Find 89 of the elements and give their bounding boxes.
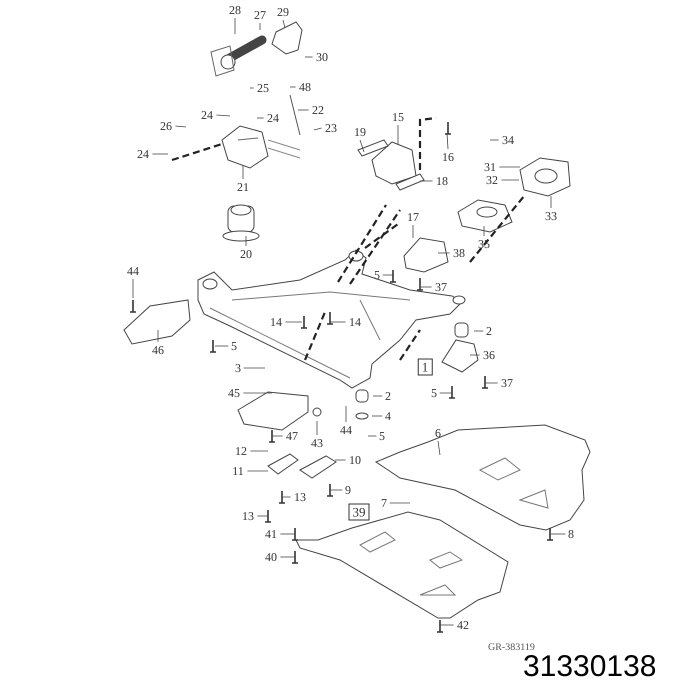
leader-line: [440, 624, 454, 626]
leader-line: [280, 556, 296, 558]
leader-line: [250, 450, 268, 452]
callout-number: 4: [385, 409, 391, 423]
leader-line: [282, 496, 291, 498]
callout-number: 44: [340, 423, 352, 437]
callout-number: 47: [286, 429, 298, 443]
callout-number: 42: [457, 618, 469, 632]
leader-line: [290, 86, 296, 88]
callout-number: 24: [137, 147, 149, 161]
leader-line: [243, 392, 272, 394]
callout-number: 18: [436, 174, 448, 188]
callout-number: 34: [502, 133, 514, 147]
callout-number: 13: [242, 509, 254, 523]
leader-line: [360, 140, 364, 152]
callout-number: 35: [478, 237, 490, 251]
callout-number: 12: [235, 444, 247, 458]
leader-line: [234, 18, 236, 34]
leader-line: [470, 354, 480, 356]
callout-number: 41: [265, 527, 277, 541]
callout-number: 32: [486, 173, 498, 187]
leader-line: [438, 252, 450, 254]
callout-number: 46: [152, 343, 164, 357]
leader-line: [216, 114, 230, 116]
leader-line: [242, 164, 244, 180]
callout-number: 40: [265, 550, 277, 564]
leader-line: [282, 20, 286, 28]
callout-number: 21: [237, 180, 249, 194]
leader-line: [316, 420, 318, 436]
callout-number: 33: [545, 209, 557, 223]
callout-number: 20: [240, 247, 252, 261]
callout-number: 44: [127, 264, 139, 278]
callout-number: 5: [231, 339, 237, 353]
leader-line: [389, 502, 410, 504]
callout-number: 22: [312, 103, 324, 117]
callout-number: 30: [316, 50, 328, 64]
callout-number: 36: [483, 348, 495, 362]
callout-number: 5: [379, 429, 385, 443]
callout-number: 31: [484, 160, 496, 174]
callout-number: 2: [385, 389, 391, 403]
callout-number: 5: [431, 386, 437, 400]
callout-number: 48: [299, 80, 311, 94]
callout-number: 5: [374, 268, 380, 282]
leader-line: [175, 126, 186, 128]
leader-line: [499, 166, 520, 168]
callout-number: 37: [435, 280, 447, 294]
callout-number: 26: [160, 119, 172, 133]
callout-number: 37: [501, 376, 513, 390]
leader-line: [314, 128, 322, 130]
callout-number: 8: [568, 527, 574, 541]
callout-number: 45: [228, 386, 240, 400]
callout-number: 3: [235, 361, 241, 375]
callout-number: 14: [270, 315, 282, 329]
callout-number: 27: [254, 8, 266, 22]
callout-number: 16: [442, 150, 454, 164]
leader-line: [446, 132, 448, 150]
callout-number: 15: [392, 110, 404, 124]
callout-number: 23: [325, 121, 337, 135]
callout-number: 7: [381, 496, 387, 510]
boxed-callout-number: 39: [348, 504, 370, 520]
leader-line: [412, 224, 414, 238]
callout-number: 10: [349, 453, 361, 467]
callout-number: 24: [267, 111, 279, 125]
callout-number: 13: [294, 490, 306, 504]
callout-number: 19: [354, 125, 366, 139]
leader-line: [439, 392, 452, 394]
leader-line: [474, 330, 484, 332]
callout-number: 6: [435, 426, 441, 440]
callout-number: 2: [486, 324, 492, 338]
callout-number: 38: [453, 246, 465, 260]
leader-line: [484, 382, 498, 384]
leader-line: [420, 180, 433, 182]
callout-number: 29: [277, 5, 289, 19]
callout-number: 17: [407, 210, 419, 224]
callout-number: 9: [345, 483, 351, 497]
callout-number: 11: [232, 464, 244, 478]
leader-line: [382, 274, 394, 276]
leader-line: [420, 286, 432, 288]
leader-line: [132, 278, 134, 298]
callout-number: 25: [257, 81, 269, 95]
callout-number: 14: [349, 315, 361, 329]
boxed-callout-number: 1: [418, 358, 432, 376]
callout-number: 43: [311, 436, 323, 450]
leader-line: [304, 56, 313, 58]
callout-number: 28: [229, 3, 241, 17]
leader-line: [247, 470, 268, 472]
callout-number: 24: [201, 108, 213, 122]
leader-line: [438, 440, 440, 456]
leader-line: [550, 196, 552, 208]
